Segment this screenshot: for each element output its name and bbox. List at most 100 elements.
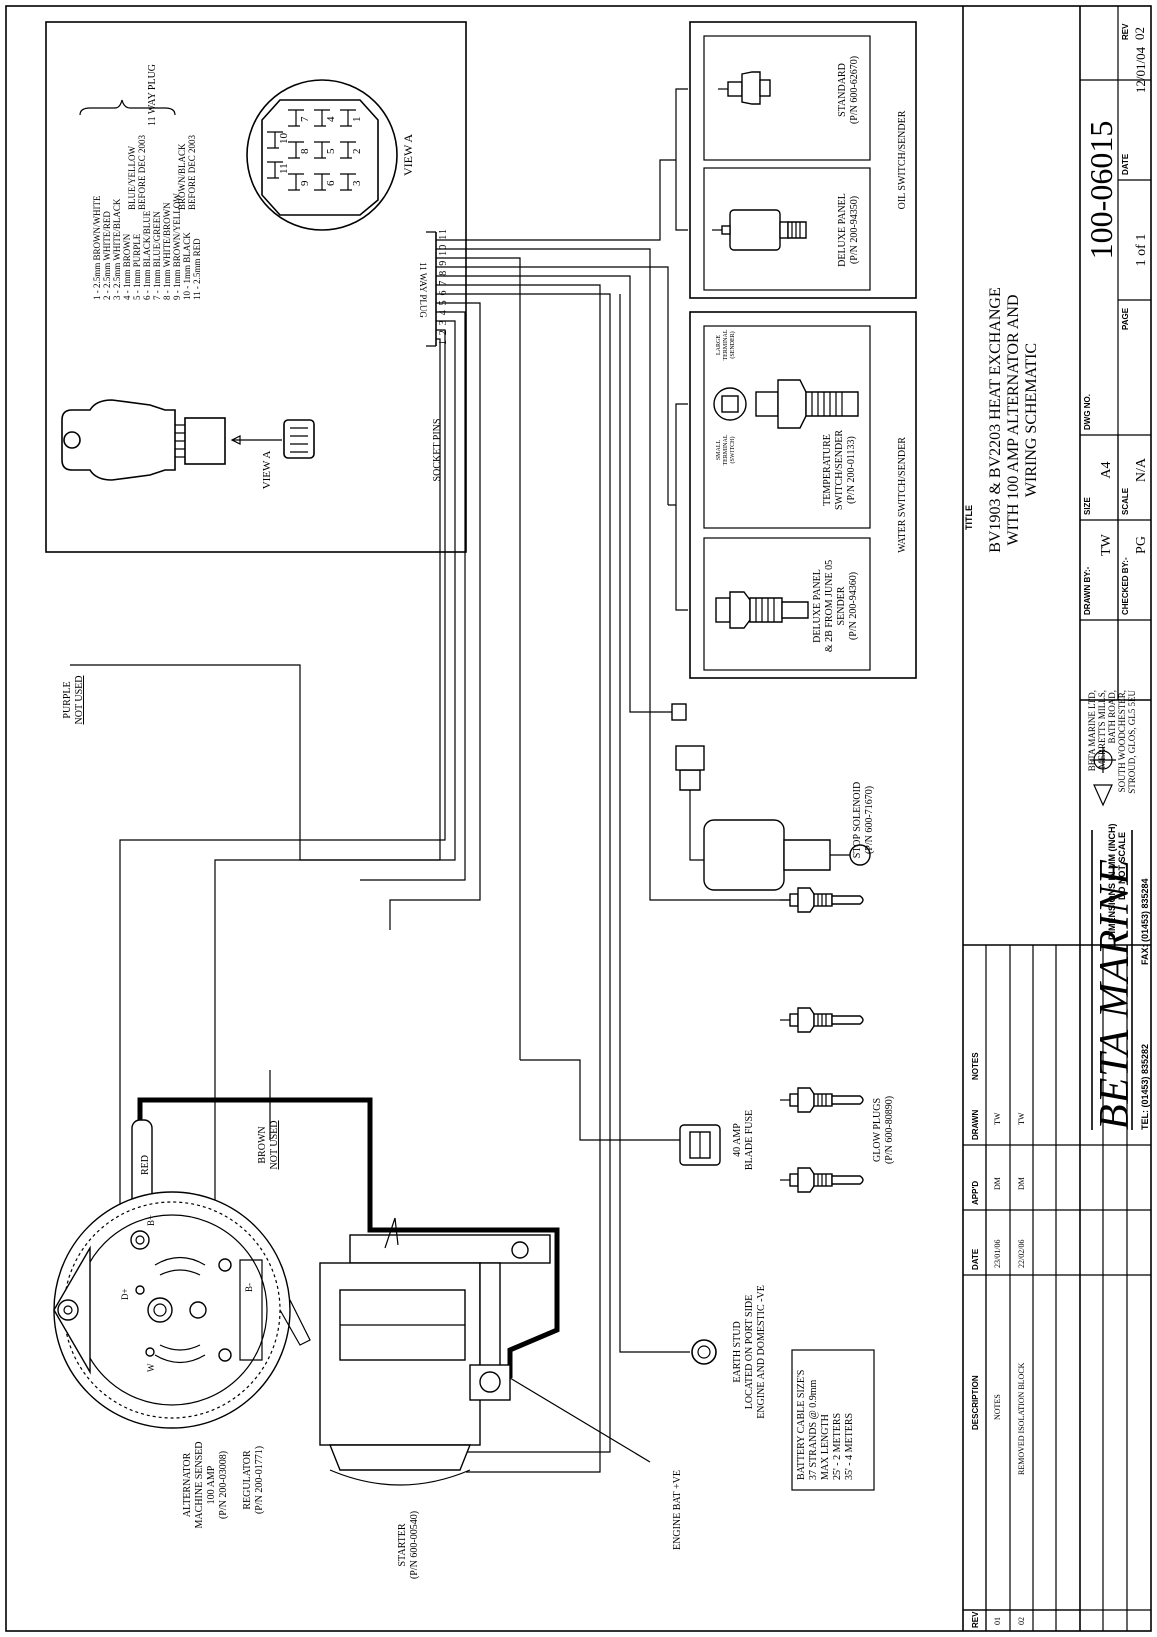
svg-text:100 AMP: 100 AMP: [206, 1465, 217, 1504]
glow-plug-3: [780, 1087, 864, 1113]
regulator-label: REGULATOR (P/N 200-01771): [242, 1446, 265, 1514]
drawing-border: [5, 5, 1152, 1632]
company-line-3: BATH ROAD,: [1107, 690, 1117, 744]
oil-group-box: [689, 21, 917, 299]
blade-fuse: [679, 1124, 721, 1166]
svg-text:TERMINAL: TERMINAL: [723, 329, 729, 360]
alternator-label: ALTERNATOR MACHINE SENSED 100 AMP (P/N 2…: [182, 1442, 229, 1529]
wire-3: 3 - 2.5mm WHITE/BLACK: [112, 198, 122, 300]
date-header: DATE: [971, 1248, 980, 1270]
fuse-label: 40 AMP BLADE FUSE: [732, 1110, 755, 1170]
b-minus-terminal-label: B-: [244, 1283, 254, 1292]
glow-plugs-label: GLOW PLUGS (P/N 600-80890): [872, 1096, 895, 1164]
drawn-by-label: DRAWN BY:-: [1083, 566, 1092, 615]
wire-1: 1 - 2.5mm BROWN/WHITE: [92, 195, 102, 300]
plug-pin-number-4: 4: [325, 116, 337, 122]
company-line-2: MERRETTS MILLS,: [1097, 690, 1107, 769]
wire-9: 9 - 1mm BROWN/YELLOW: [172, 193, 182, 300]
oil-standard-label: STANDARD (P/N 600-62670): [837, 56, 860, 124]
svg-text:SMALL: SMALL: [716, 440, 722, 461]
brand-logo: BETA MARINE: [1092, 858, 1138, 1130]
oil-group-label: OIL SWITCH/SENDER: [897, 110, 908, 209]
svg-text:ALTERNATOR: ALTERNATOR: [182, 1452, 193, 1517]
svg-text:BLUE/YELLOW: BLUE/YELLOW: [127, 146, 137, 210]
projection-symbol: [1090, 747, 1116, 807]
scale-label: SCALE: [1121, 487, 1130, 515]
purple-label: PURPLE NOT USED: [62, 676, 85, 725]
brace-11-way: [79, 99, 176, 116]
socket-pin-numbers: 1 2 3 4 5 6 7 8 9 10 11: [438, 228, 449, 345]
appd-header: APP'D: [971, 1181, 980, 1205]
oil-standard-box: [703, 35, 871, 161]
drawn-by-value: TW: [1099, 533, 1114, 556]
plug-pin-8: [288, 141, 304, 159]
harness-wires: [70, 159, 790, 1473]
company-line-1: BETA MARINE LTD,: [1087, 690, 1097, 771]
svg-text:(SENDER): (SENDER): [729, 331, 736, 358]
red-label: RED: [140, 1155, 151, 1175]
engine-bat-label: ENGINE BAT +VE: [672, 1470, 683, 1550]
svg-text:(P/N 200-01133): (P/N 200-01133): [846, 436, 857, 504]
stop-solenoid: [671, 703, 871, 891]
b-plus-terminal-label: B+: [146, 1215, 156, 1226]
date-value: 12/01/04: [1133, 46, 1148, 93]
scale-value: N/A: [1134, 457, 1149, 482]
drawing-number: 100-06015: [1083, 121, 1119, 260]
brand-block: BETA MARINE: [1091, 830, 1138, 1130]
drawn-header: DRAWN: [971, 1110, 980, 1140]
description-header: DESCRIPTION: [971, 1375, 980, 1430]
svg-text:LOCATED ON PORT SIDE: LOCATED ON PORT SIDE: [744, 1295, 755, 1410]
tel-text: TEL: (01453) 835282: [1140, 1044, 1150, 1130]
title-lines: BV1903 & BV2203 HEAT EXCHANGE WITH 100 A…: [987, 287, 1040, 552]
contact-line: TEL: (01453) 835282 FAX: (01453) 835284: [1140, 878, 1150, 1130]
dwg-no-label: DWG NO.: [1083, 394, 1092, 430]
notes-header: NOTES: [971, 1052, 980, 1080]
company-line-4: SOUTH WOODCHESTER,: [1117, 690, 1127, 792]
rev-row-1-rev: 01: [993, 1617, 1002, 1625]
svg-text:BEFORE DEC 2003: BEFORE DEC 2003: [187, 134, 197, 210]
water-temperature-box: [703, 325, 871, 529]
small-terminal-label: SMALL TERMINAL (SWITCH): [716, 434, 736, 465]
company-line-5: STROUD, GLOS, GL5 5EU: [1127, 690, 1137, 794]
svg-text:PURPLE: PURPLE: [62, 681, 73, 718]
plug-pin-number-10: 10: [278, 133, 290, 145]
svg-text:(P/N 600-71670): (P/N 600-71670): [864, 786, 875, 854]
water-temperature-label: TEMPERATURE SWITCH/SENDER (P/N 200-01133…: [822, 430, 857, 510]
rev-row-2-date: 22/02/06: [1017, 1240, 1026, 1268]
svg-text:40 AMP: 40 AMP: [732, 1123, 743, 1157]
water-deluxe-label: DELUXE PANEL & 2B FROM JUNE 05 SENDER (P…: [812, 560, 859, 652]
water-temp-sender: [715, 591, 809, 629]
svg-text:EARTH STUD: EARTH STUD: [732, 1321, 743, 1382]
note-brown-black: BROWN/BLACK BEFORE DEC 2003: [177, 134, 197, 210]
title-line-1: BV1903 & BV2203 HEAT EXCHANGE: [987, 287, 1004, 552]
svg-text:LARGE: LARGE: [716, 335, 722, 355]
view-a-label: VIEW A: [401, 134, 415, 176]
socket-plug-label: 11 WAY PLUG: [418, 262, 428, 318]
plug-wire-list: 1 - 2.5mm BROWN/WHITE 2 - 2.5mm WHITE/RE…: [92, 193, 202, 300]
date-label: DATE: [1121, 153, 1130, 175]
svg-text:GLOW PLUGS: GLOW PLUGS: [872, 1098, 883, 1162]
revision-table: [963, 1145, 1080, 1631]
checked-by-label: CHECKED BY:-: [1121, 557, 1130, 615]
wire-10: 10 - 1mm BLACK: [182, 232, 192, 300]
rev-row-1-appd: DM: [993, 1177, 1002, 1190]
wire-7: 7 - 1mm BLUE/GREEN: [152, 211, 162, 300]
fax-text: FAX: (01453) 835284: [1140, 878, 1150, 965]
svg-text:ENGINE AND DOMESTIC -VE: ENGINE AND DOMESTIC -VE: [756, 1285, 767, 1419]
socket-pin-row: [426, 231, 437, 347]
rev-header: REV: [971, 1611, 980, 1628]
glow-plug-2: [780, 1007, 864, 1033]
svg-text:(SWITCH): (SWITCH): [729, 437, 736, 464]
plug-pin-1: [340, 109, 356, 127]
svg-text:STANDARD: STANDARD: [837, 63, 848, 117]
svg-text:BROWN: BROWN: [257, 1126, 268, 1163]
plug-pin-number-1: 1: [351, 117, 363, 123]
alternator: [53, 1191, 311, 1429]
battery-cable: [137, 1097, 560, 1378]
wire-5: 5 - 1mm PURPLE: [132, 233, 142, 300]
svg-text:DELUXE PANEL: DELUXE PANEL: [837, 193, 848, 267]
wire-11: 11 - 2.5mm RED: [192, 238, 202, 300]
svg-text:(P/N 600-62670): (P/N 600-62670): [849, 56, 860, 124]
